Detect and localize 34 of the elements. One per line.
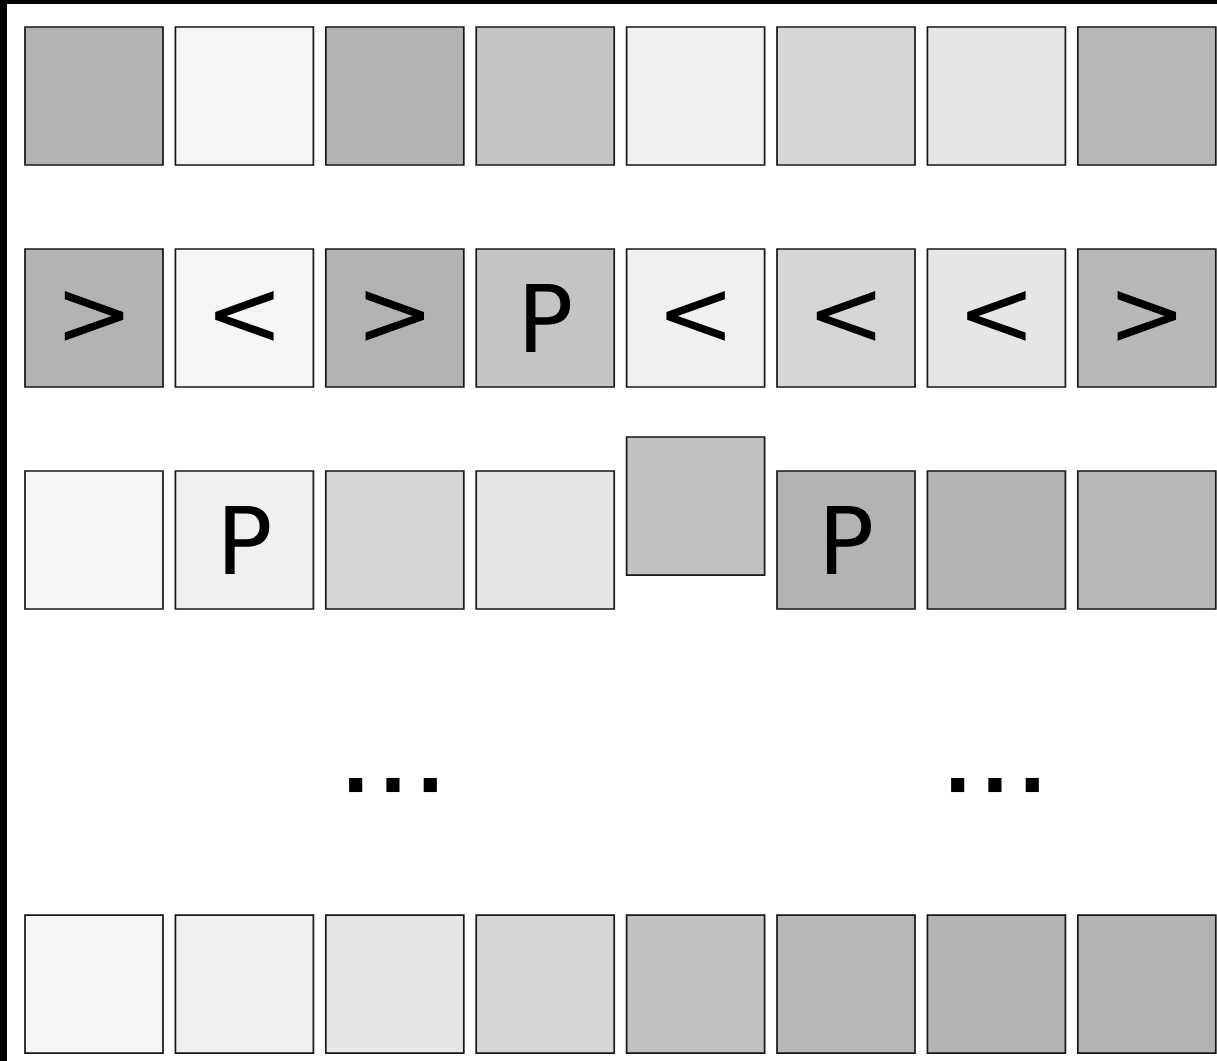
- box: [24, 26, 164, 166]
- box: [324, 26, 465, 166]
- box: [24, 914, 164, 1054]
- symbol-box: P: [475, 248, 616, 388]
- symbol-box: <: [625, 248, 766, 388]
- box: [625, 914, 766, 1054]
- box: [776, 914, 916, 1054]
- box: [625, 436, 766, 576]
- symbol-box: >: [1076, 248, 1217, 388]
- symbol-box: <: [776, 248, 916, 388]
- symbol-box: >: [324, 248, 465, 388]
- box: [174, 914, 315, 1054]
- box: [625, 26, 766, 166]
- box: [926, 470, 1067, 610]
- symbol-box: <: [174, 248, 315, 388]
- symbol-box: <: [926, 248, 1067, 388]
- box: [1076, 26, 1217, 166]
- box: [475, 26, 616, 166]
- ellipsis: ...: [349, 777, 437, 793]
- box: [926, 914, 1067, 1054]
- box: [324, 914, 465, 1054]
- box: [926, 26, 1067, 166]
- symbol-box: >: [24, 248, 164, 388]
- box: [1076, 914, 1217, 1054]
- box: [1076, 470, 1217, 610]
- box: [174, 26, 315, 166]
- box: [324, 470, 465, 610]
- box: [776, 26, 916, 166]
- symbol-box: P: [776, 470, 916, 610]
- symbol-box: P: [174, 470, 315, 610]
- box: [475, 914, 616, 1054]
- ellipsis: ...: [951, 777, 1039, 793]
- box: [475, 470, 616, 610]
- box: [24, 470, 164, 610]
